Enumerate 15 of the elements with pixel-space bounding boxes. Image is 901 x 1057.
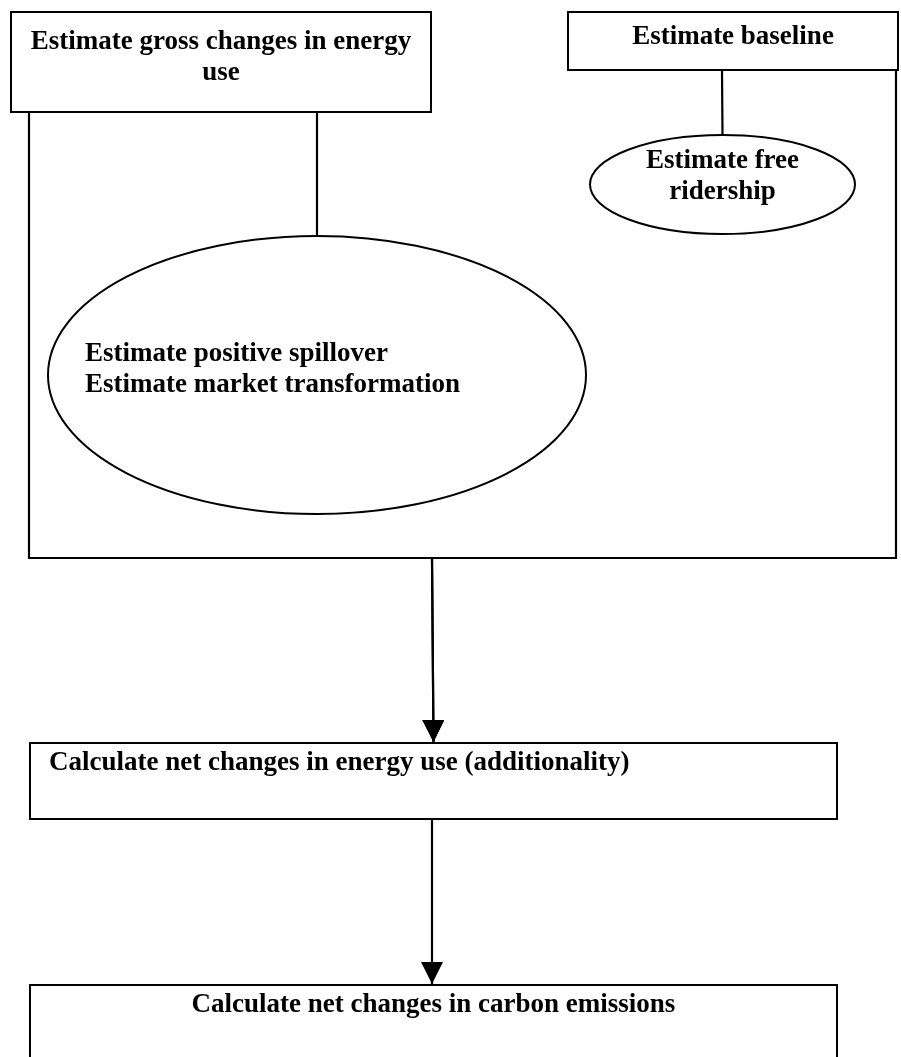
process-box: [29, 984, 838, 1057]
arrow: [422, 71, 898, 742]
process-box: [567, 11, 899, 71]
process-box: [29, 742, 838, 820]
step-text: Estimate positive spillover: [85, 337, 389, 369]
step-text: Estimate baseline: [631, 20, 835, 52]
step-text: Calculate net changes in carbon emissions: [190, 988, 677, 1020]
step-text: Estimate gross changes in energy use: [29, 25, 413, 88]
step-text: Estimate free ridership: [644, 144, 801, 207]
process-box: [10, 11, 432, 113]
step-text: Calculate net changes in energy use (additionality): [49, 746, 631, 778]
step-text: Estimate market transformation: [85, 368, 461, 400]
connector-line: [315, 113, 319, 235]
arrow: [421, 820, 443, 984]
connector-line: [720, 71, 724, 134]
